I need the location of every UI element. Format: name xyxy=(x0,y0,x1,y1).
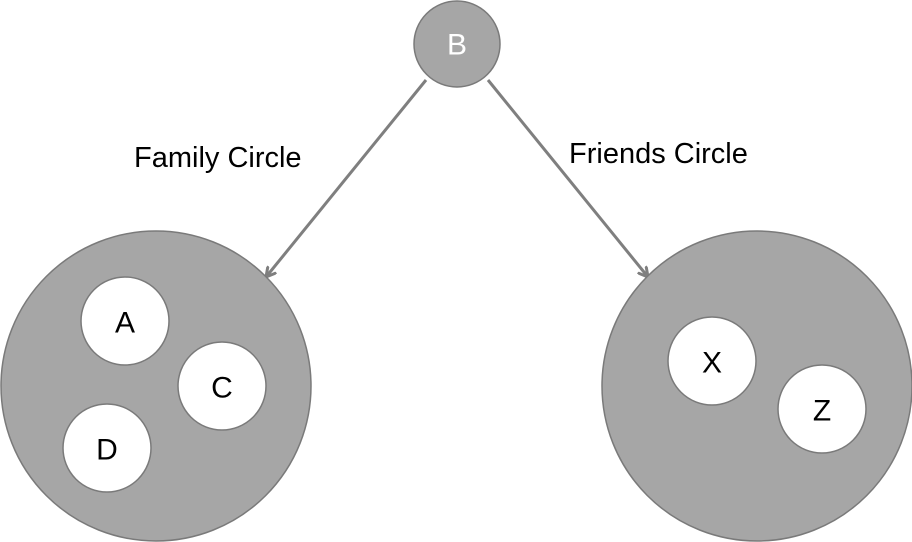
friends-circle-group: X Z xyxy=(601,230,912,542)
family-circle-group: A C D xyxy=(0,230,312,542)
family-circle-label: Family Circle xyxy=(134,142,302,174)
family-member-label: A xyxy=(115,307,135,340)
family-member-label: C xyxy=(211,372,233,405)
family-member-node: C xyxy=(177,341,267,431)
friends-member-node: X xyxy=(667,316,757,406)
family-member-node: D xyxy=(62,403,152,493)
friends-circle-label: Friends Circle xyxy=(569,138,748,170)
root-node-label: B xyxy=(447,29,467,62)
edge-friends-circle-arrow xyxy=(486,79,648,277)
family-member-label: D xyxy=(96,434,118,467)
root-node: B xyxy=(413,0,501,88)
family-member-node: A xyxy=(80,276,170,366)
edge-family-circle-arrow xyxy=(266,79,428,277)
friends-member-node: Z xyxy=(777,364,867,454)
friends-member-label: X xyxy=(702,347,722,380)
friends-member-label: Z xyxy=(813,395,831,428)
